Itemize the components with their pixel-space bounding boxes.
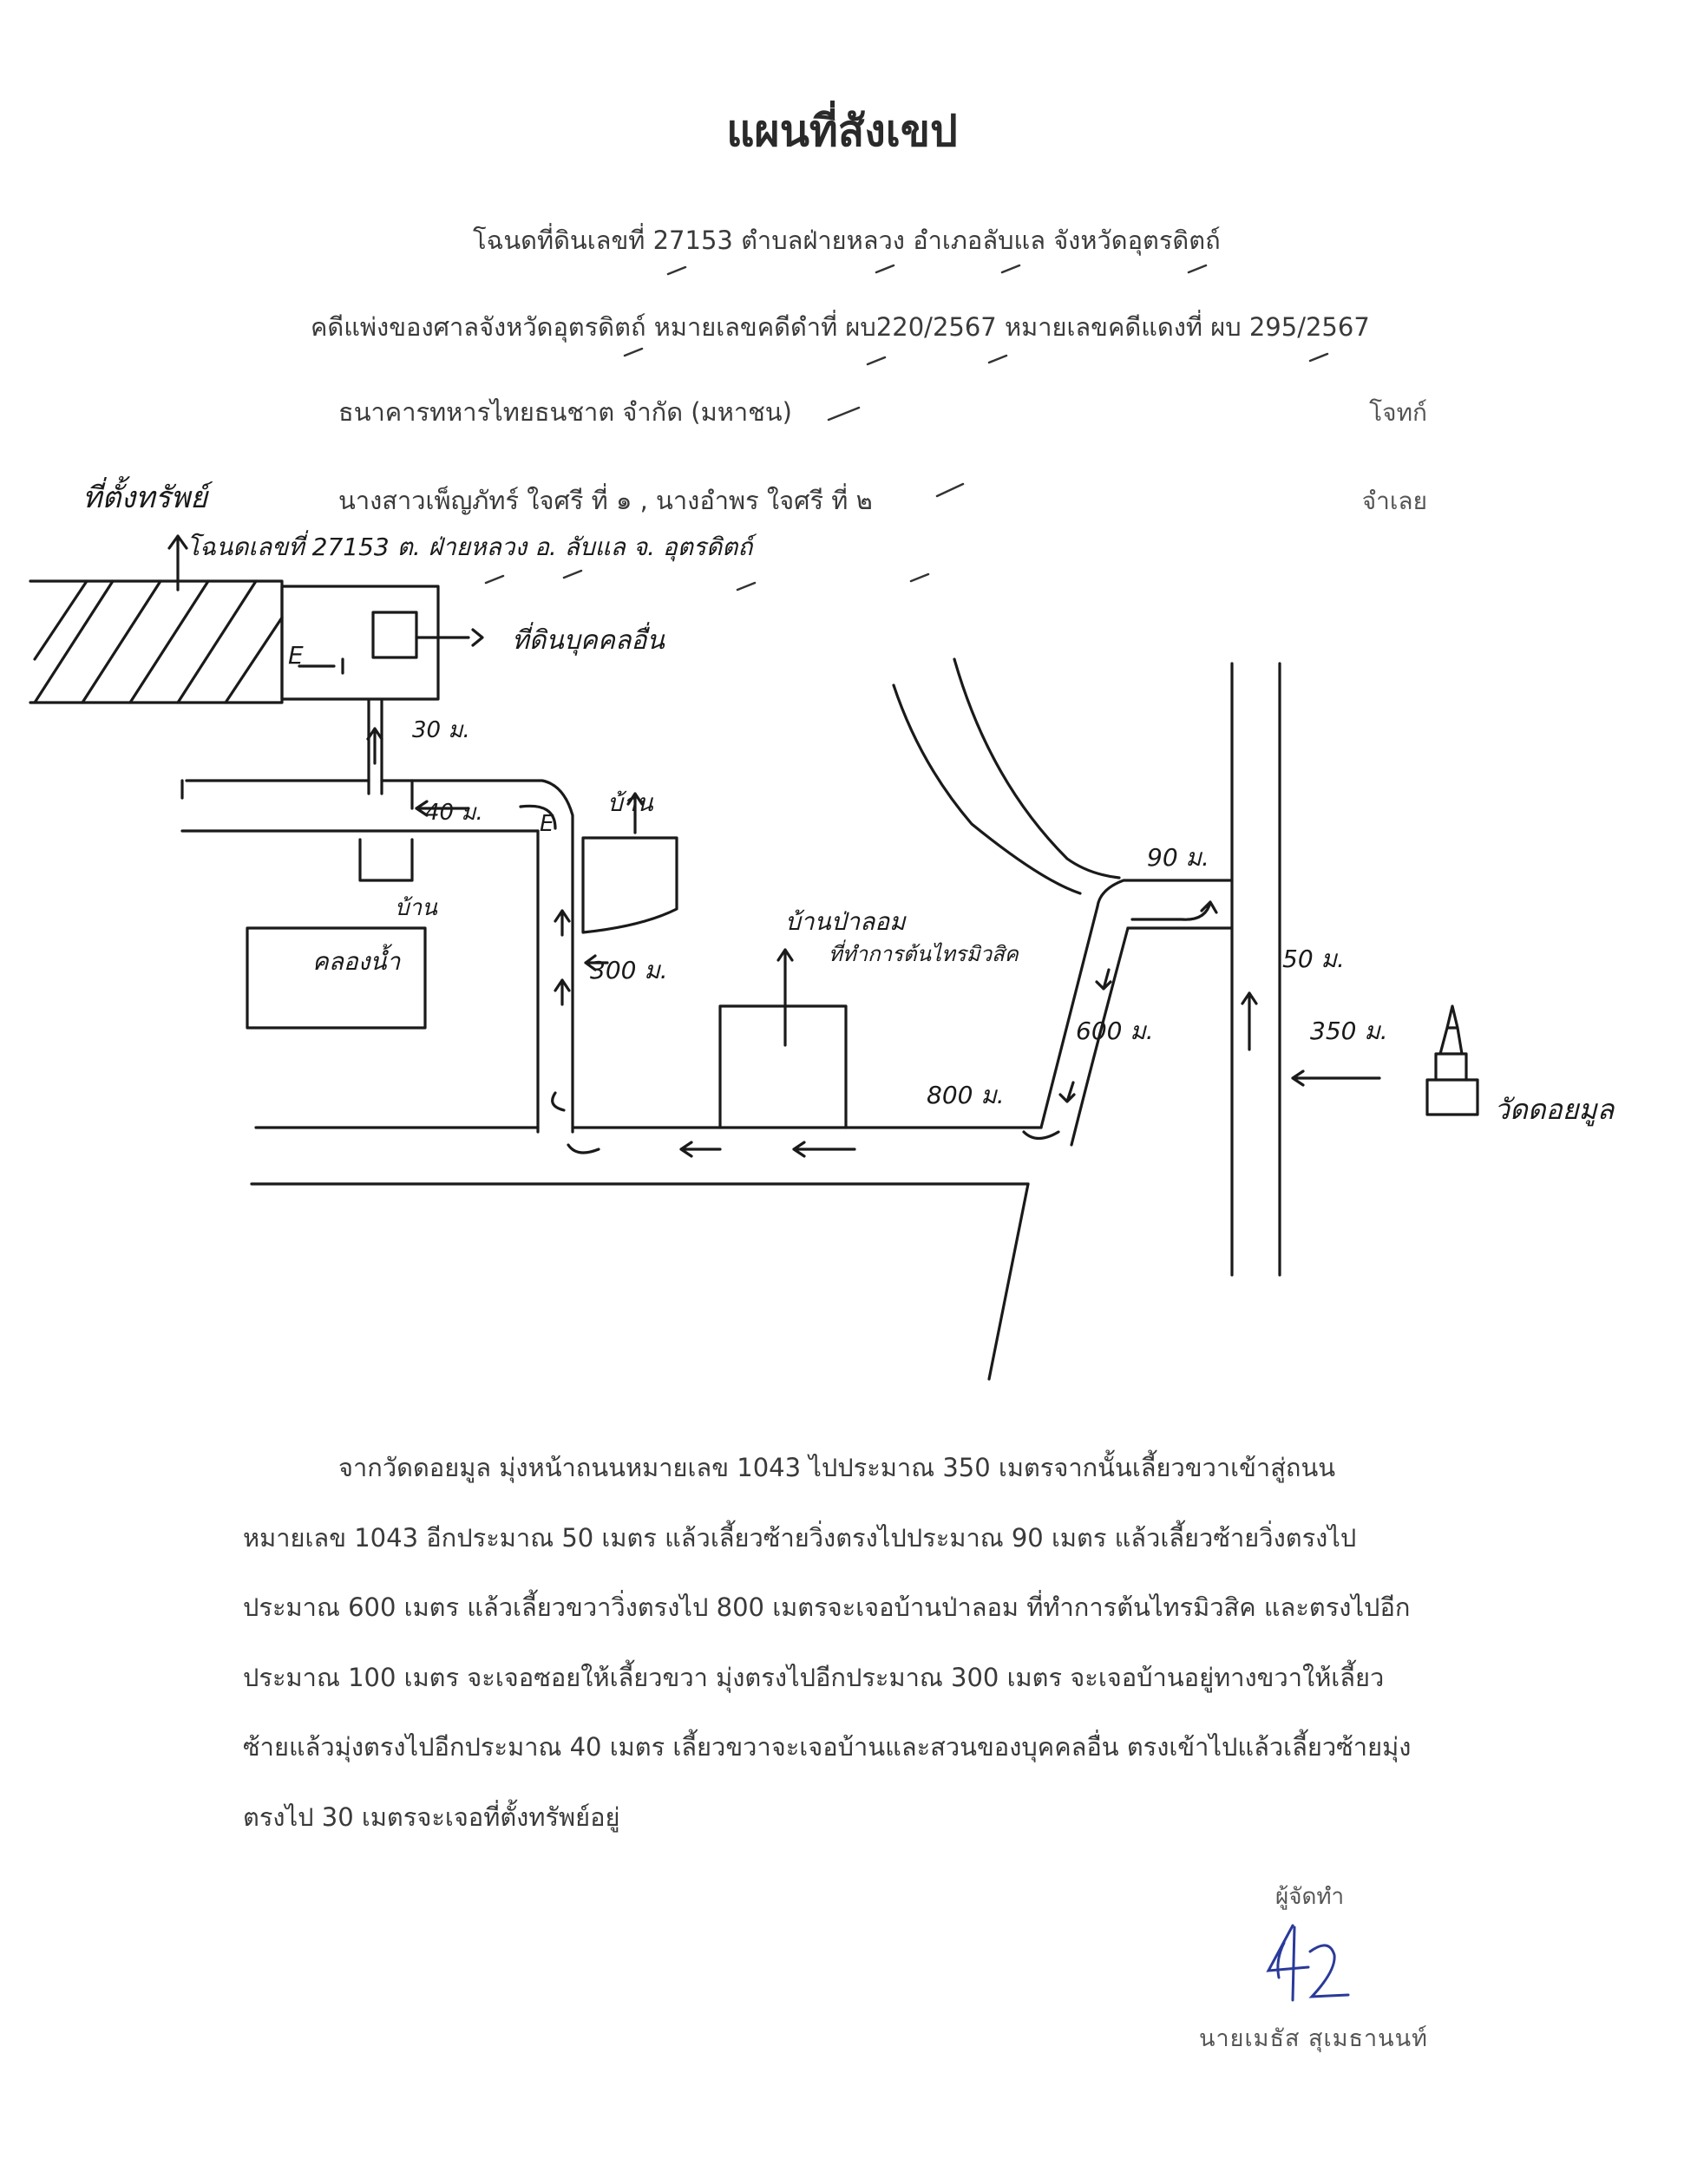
distance-40-label: 40 ม. — [425, 800, 483, 826]
directions-line: หมายเลข 1043 อีกประมาณ 50 เมตร แล้วเลี้ย… — [243, 1522, 1357, 1553]
preparer-role: ผู้จัดทำ — [1275, 1884, 1345, 1910]
distance-600-label: 600 ม. — [1076, 1017, 1154, 1045]
defendant-label: จำเลย — [1361, 487, 1427, 515]
landmark-house-label: บ้านป่าลอม — [785, 907, 907, 936]
plaintiff-label: โจทก์ — [1369, 398, 1427, 427]
directions-line: ซ้ายแล้วมุ่งตรงไปอีกประมาณ 40 เมตร เลี้ย… — [243, 1732, 1412, 1762]
directions-line: ประมาณ 600 เมตร แล้วเลี้ยวขวาวิ่งตรงไป 8… — [243, 1592, 1411, 1622]
preparer-name: นายเมธัส สุเมธานนท์ — [1199, 2025, 1428, 2052]
deed-line: โฉนดที่ดินเลขที่ 27153 ตำบลฝ่ายหลวง อำเภ… — [473, 226, 1221, 255]
canal-label: คลองน้ำ — [312, 944, 402, 976]
directions-line: ตรงไป 30 เมตรจะเจอที่ตั้งทรัพย์อยู่ — [243, 1801, 620, 1832]
plaintiff-name: ธนาคารทหารไทยธนชาต จำกัด (มหาชน) — [338, 397, 792, 427]
directions-line: ประมาณ 100 เมตร จะเจอซอยให้เลี้ยวขวา มุ่… — [243, 1662, 1385, 1692]
signature-mark — [1266, 1924, 1350, 2002]
directions-paragraph: จากวัดดอยมูล มุ่งหน้าถนนหมายเลข 1043 ไปป… — [243, 1433, 1510, 1852]
sketch-map: ที่ตั้งทรัพย์ โฉนดเลขที่ 27153 ต. ฝ่ายหล… — [29, 475, 1615, 1381]
direction-letter: E — [288, 641, 304, 670]
deed-note-label: โฉนดเลขที่ 27153 ต. ฝ่ายหลวง อ. ลับแล จ.… — [187, 530, 757, 562]
defendant-names: นางสาวเพ็ญภัทร์ ใจศรี ที่ ๑ , นางอำพร ใจ… — [338, 486, 873, 515]
distance-300-label: 300 ม. — [590, 956, 668, 984]
directions-line: จากวัดดอยมูล มุ่งหน้าถนนหมายเลข 1043 ไปป… — [338, 1453, 1336, 1482]
distance-350-label: 350 ม. — [1310, 1017, 1388, 1045]
page-title: แผนที่สังเขป — [726, 105, 958, 156]
house-left-label: บ้าน — [395, 895, 438, 921]
neighbor-land-label: ที่ดินบุคคลอื่น — [512, 622, 665, 656]
property-location-label: ที่ตั้งทรัพย์ — [82, 475, 213, 515]
distance-800-label: 800 ม. — [927, 1081, 1005, 1109]
distance-90-label: 90 ม. — [1147, 843, 1209, 872]
distance-30-label: 30 ม. — [412, 717, 470, 743]
house-top-label: บ้าน — [607, 788, 653, 817]
case-line: คดีแพ่งของศาลจังหวัดอุตรดิตถ์ หมายเลขคดี… — [311, 312, 1370, 342]
temple-label: วัดดอยมูล — [1494, 1093, 1615, 1127]
direction-letter-2: E — [540, 811, 554, 837]
distance-50-label: 50 ม. — [1282, 945, 1345, 973]
landmark-office-label: ที่ทำการต้นไทรมิวสิค — [829, 939, 1019, 966]
